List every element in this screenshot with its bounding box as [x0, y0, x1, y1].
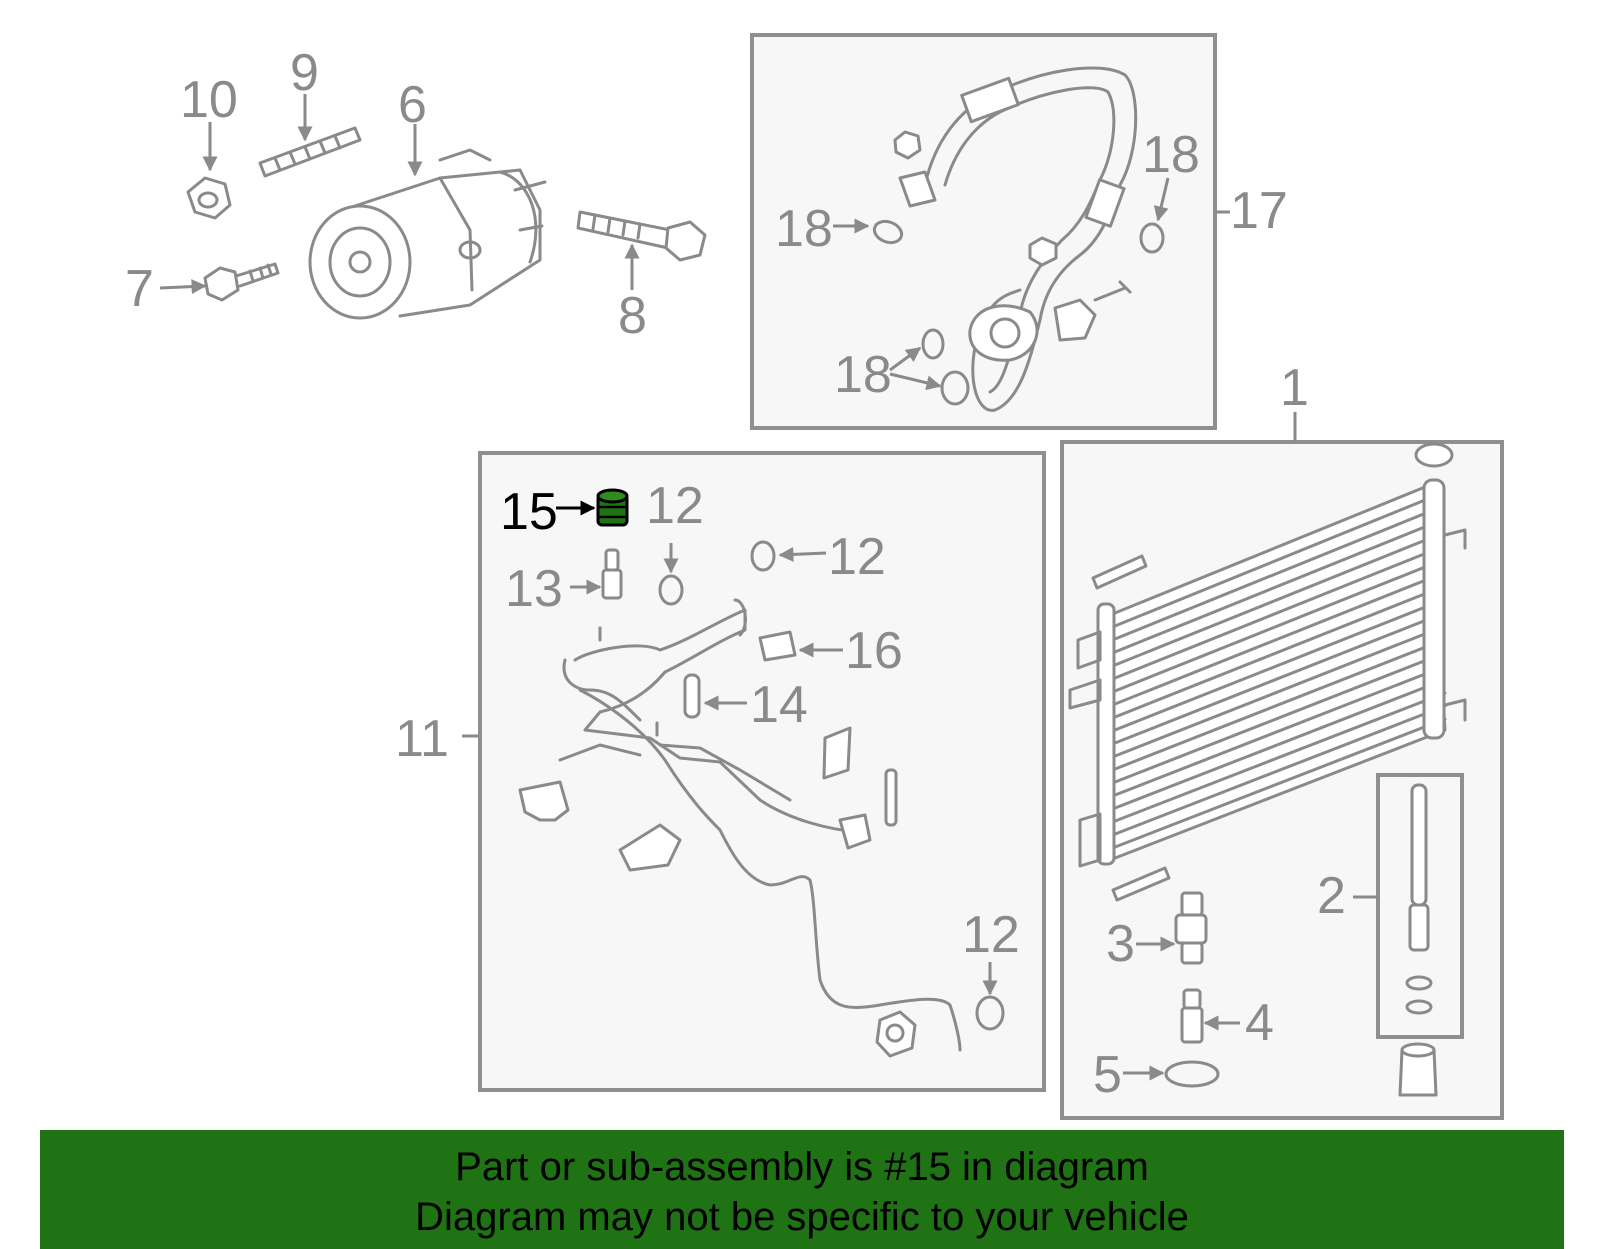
callout-7: 7 — [125, 260, 154, 318]
callout-11: 11 — [395, 710, 449, 768]
o-ring-12a-part — [658, 574, 684, 606]
compressor-part — [308, 148, 547, 320]
bolt-7-part — [203, 262, 280, 302]
parts-diagram: 10 9 6 7 8 18 18 18 17 1 15 12 12 13 16 … — [125, 33, 1504, 1120]
callout-9: 9 — [290, 44, 319, 102]
callout-12-top: 12 — [646, 477, 704, 535]
o-ring-18b-part — [1139, 222, 1165, 254]
valve-13-part — [601, 548, 623, 600]
valve-4-part — [1180, 988, 1204, 1044]
callout-18-right: 18 — [1142, 126, 1200, 184]
o-ring-18d-part — [940, 370, 970, 406]
rubber-strip-upper-part — [1091, 554, 1148, 590]
condenser-part — [1068, 478, 1467, 868]
clip-16-part — [758, 630, 797, 662]
callout-6: 6 — [398, 76, 427, 134]
o-ring-18a-part — [872, 219, 904, 245]
line-assembly-part — [518, 598, 962, 1058]
callout-10: 10 — [180, 71, 238, 129]
drier-2-part — [1405, 783, 1433, 1015]
callout-1: 1 — [1280, 359, 1309, 417]
cap-14-part — [683, 673, 701, 719]
info-banner: Part or sub-assembly is #15 in diagram D… — [40, 1130, 1564, 1249]
callout-3: 3 — [1106, 915, 1135, 973]
callout-5: 5 — [1093, 1046, 1122, 1104]
rubber-strip-lower-part — [1111, 866, 1171, 902]
callout-16: 16 — [845, 622, 903, 680]
o-ring-12b-part — [750, 540, 776, 572]
sensor-3-part — [1174, 891, 1208, 965]
callout-4: 4 — [1245, 994, 1274, 1052]
line-assembly-box — [478, 451, 1046, 1092]
banner-line-1: Part or sub-assembly is #15 in diagram — [455, 1145, 1149, 1189]
callout-2: 2 — [1317, 867, 1346, 925]
callout-18-bottom: 18 — [834, 346, 892, 404]
callout-14: 14 — [750, 676, 808, 734]
callout-18-left: 18 — [775, 200, 833, 258]
callout-13: 13 — [505, 560, 563, 618]
banner-line-2: Diagram may not be specific to your vehi… — [415, 1195, 1189, 1239]
callout-8: 8 — [618, 287, 647, 345]
o-ring-12c-part — [975, 995, 1005, 1031]
callout-12-right: 12 — [828, 528, 886, 586]
stud-bolt-part — [258, 126, 362, 178]
hose-assembly-part — [893, 66, 1138, 412]
plug-part — [1398, 1042, 1438, 1097]
desiccant-bag-part-highlighted — [596, 488, 629, 527]
condenser-cap-part — [1414, 442, 1454, 468]
nut-part — [186, 176, 232, 220]
bolt-8-part — [576, 210, 707, 262]
o-ring-18c-part — [921, 328, 945, 360]
callout-12-bottom: 12 — [962, 906, 1020, 964]
callout-17: 17 — [1230, 182, 1288, 240]
pin-part — [884, 768, 898, 827]
callout-15-highlighted: 15 — [500, 483, 558, 541]
o-ring-5-part — [1164, 1060, 1220, 1088]
